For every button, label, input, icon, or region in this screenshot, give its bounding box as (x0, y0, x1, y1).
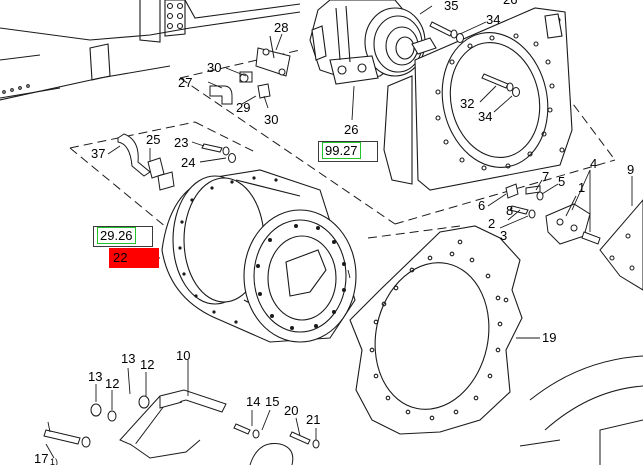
callout-10: 10 (176, 348, 190, 363)
callout-15: 15 (265, 394, 279, 409)
callout-8: 8 (506, 203, 513, 218)
leader-lines (45, 5, 633, 459)
ref-label-99-27: 99.27 (322, 142, 361, 159)
side-bracket (599, 199, 643, 291)
highlighted-part-22-label: 22 (113, 250, 128, 265)
callout-4: 4 (590, 156, 597, 171)
callout-26-top: 26 (503, 0, 517, 7)
callout-9: 9 (627, 162, 634, 177)
chassis-frame (0, 0, 301, 101)
callout-12-a: 12 (140, 357, 154, 372)
callout-30-lower: 30 (264, 112, 278, 127)
plate-bolts (429, 21, 520, 97)
hose-fittings (117, 133, 236, 191)
callout-2: 2 (488, 216, 495, 231)
callout-25: 25 (146, 132, 160, 147)
callout-34: 34 (478, 109, 492, 124)
callout-27: 27 (178, 75, 192, 90)
callout-5: 5 (558, 174, 565, 189)
callout-26: 26 (344, 122, 358, 137)
callout-1: 1 (578, 180, 585, 195)
callout-19: 19 (542, 330, 556, 345)
callout-21: 21 (306, 412, 320, 427)
callout-1-note: 1) (50, 457, 58, 465)
callout-23: 23 (174, 135, 188, 150)
ref-box-29-26[interactable]: 29.26 (93, 226, 153, 247)
callout-17: 17 (34, 451, 48, 465)
lower-chassis (519, 355, 643, 465)
callout-32: 32 (460, 96, 474, 111)
callout-30-upper: 30 (207, 60, 221, 75)
callout-29: 29 (236, 100, 250, 115)
callout-20: 20 (284, 403, 298, 418)
adapter-plate (383, 7, 573, 191)
highlighted-part-22[interactable]: 22 (109, 248, 159, 268)
ref-box-99-27[interactable]: 99.27 (318, 141, 378, 162)
callout-labels: 35 34 26 28 30 27 29 30 26 32 34 25 23 3… (34, 0, 634, 465)
callout-24: 24 (181, 155, 195, 170)
guard-and-bolts (43, 389, 320, 465)
callout-13-b: 13 (88, 369, 102, 384)
callout-6: 6 (478, 198, 485, 213)
callout-13-a: 13 (121, 351, 135, 366)
hydraulic-motor (309, 0, 437, 85)
callout-7: 7 (542, 169, 549, 184)
callout-14: 14 (246, 394, 260, 409)
callout-34-top: 34 (486, 12, 500, 27)
ref-label-29-26: 29.26 (97, 227, 136, 244)
bracket-assembly (505, 183, 601, 245)
fittings-group (209, 35, 291, 105)
callout-28: 28 (274, 20, 288, 35)
gearbox (161, 169, 357, 343)
callout-35: 35 (444, 0, 458, 13)
callout-3: 3 (500, 228, 507, 243)
callout-12-b: 12 (105, 376, 119, 391)
mounting-flange (349, 225, 523, 435)
callout-37: 37 (91, 146, 105, 161)
